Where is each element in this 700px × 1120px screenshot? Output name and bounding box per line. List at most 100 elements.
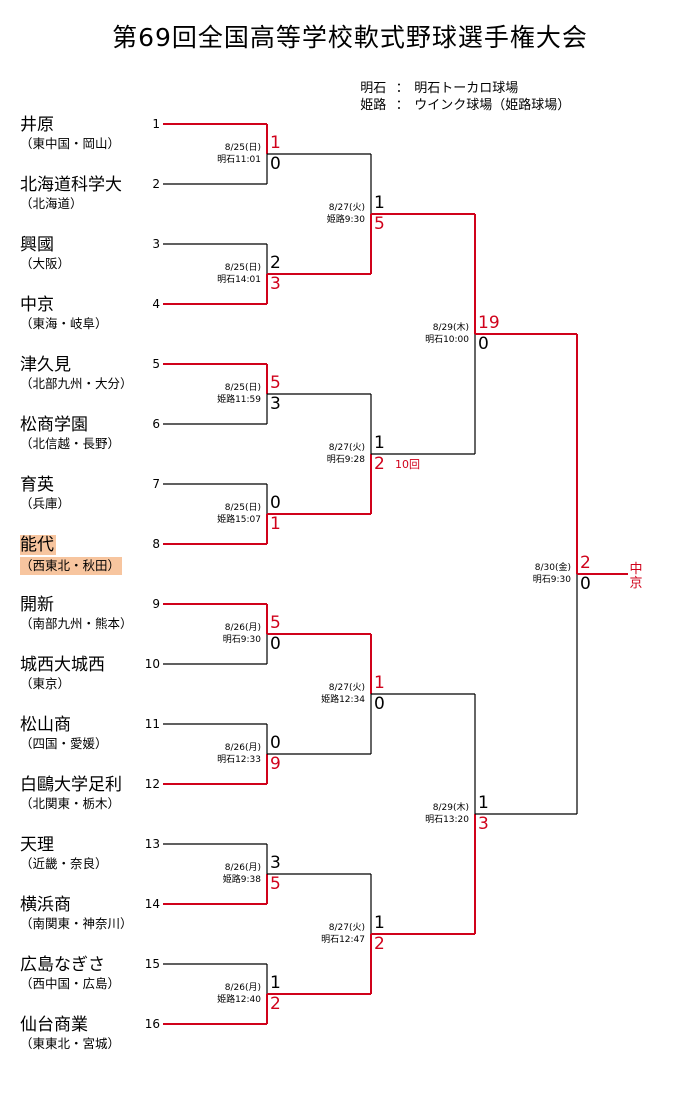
team-region: （西中国・広島） <box>20 976 121 991</box>
team-name: 中京 <box>20 295 54 315</box>
team-region: （四国・愛媛） <box>20 736 108 751</box>
team-entry: 横浜商（南関東・神奈川） <box>20 895 155 933</box>
match-date: 8/26(月) <box>224 743 261 753</box>
match-venue-time: 明石11:01 <box>217 155 261 165</box>
match-venue-time: 姫路12:40 <box>217 995 261 1005</box>
match-date: 8/29(木) <box>432 323 469 333</box>
score-bottom: 1 <box>270 514 281 534</box>
team-region: （東中国・岡山） <box>20 136 121 151</box>
team-seed-number: 2 <box>152 177 160 191</box>
team-name: 城西大城西 <box>20 655 105 675</box>
score-bottom: 5 <box>374 214 385 234</box>
match-date: 8/30(金) <box>534 563 571 573</box>
team-name: 興國 <box>20 235 54 255</box>
score-top: 1 <box>374 193 385 213</box>
score-top: 1 <box>374 433 385 453</box>
champion-label: 中京 <box>629 562 643 591</box>
match-venue-time: 姫路9:38 <box>222 875 261 885</box>
team-name: 広島なぎさ <box>20 955 105 975</box>
team-region: （兵庫） <box>20 496 71 511</box>
score-top: 1 <box>374 913 385 933</box>
team-entry: 井原（東中国・岡山） <box>20 115 155 153</box>
team-region: （北関東・栃木） <box>20 796 121 811</box>
team-seed-number: 16 <box>144 1017 160 1031</box>
score-bottom: 0 <box>374 694 385 714</box>
team-entry: 城西大城西（東京） <box>20 655 155 693</box>
score-bottom: 2 <box>374 934 385 954</box>
match-date: 8/27(火) <box>328 443 365 453</box>
match-venue-time: 明石9:30 <box>532 575 571 585</box>
team-entry: 仙台商業（東東北・宮城） <box>20 1015 155 1053</box>
team-seed-number: 12 <box>144 777 160 791</box>
match-date: 8/26(月) <box>224 863 261 873</box>
match-date: 8/25(日) <box>224 143 261 153</box>
team-seed-number: 15 <box>144 957 160 971</box>
team-seed-number: 10 <box>144 657 160 671</box>
match-date: 8/25(日) <box>224 503 261 513</box>
match-date: 8/25(日) <box>224 263 261 273</box>
score-top: 1 <box>270 133 281 153</box>
team-seed-number: 7 <box>152 477 160 491</box>
team-region: （北部九州・大分） <box>20 376 133 391</box>
match-venue-time: 明石9:28 <box>326 455 365 465</box>
score-bottom: 0 <box>270 634 281 654</box>
match-venue-time: 明石10:00 <box>425 335 469 345</box>
match-venue-time: 明石12:47 <box>321 935 365 945</box>
tournament-title: 第69回全国高等学校軟式野球選手権大会 <box>112 23 588 52</box>
team-name: 松商学園 <box>20 415 88 435</box>
team-entry: 中京（東海・岐阜） <box>20 295 155 333</box>
score-top: 5 <box>270 613 281 633</box>
score-top: 5 <box>270 373 281 393</box>
team-seed-number: 14 <box>144 897 160 911</box>
team-name: 北海道科学大 <box>20 175 122 195</box>
team-region: （大阪） <box>20 256 71 271</box>
team-name: 開新 <box>20 595 54 615</box>
venue-short-name: 明石 <box>360 81 387 96</box>
score-bottom: 0 <box>270 154 281 174</box>
venue-full-name: ウインク球場（姫路球場） <box>414 98 571 113</box>
match-date: 8/26(月) <box>224 623 261 633</box>
team-name: 津久見 <box>20 355 71 375</box>
score-top: 2 <box>580 553 591 573</box>
team-name: 白鷗大学足利 <box>20 775 122 795</box>
score-top: 3 <box>270 853 281 873</box>
team-entry: 開新（南部九州・熊本） <box>20 595 155 633</box>
match-date: 8/27(火) <box>328 203 365 213</box>
venue-legend-himeji: 姫路：ウインク球場（姫路球場） <box>352 79 570 113</box>
venue-legend-akashi: 明石：明石トーカロ球場 <box>352 62 518 96</box>
match-date: 8/25(日) <box>224 383 261 393</box>
team-region: （西東北・秋田） <box>20 557 123 575</box>
team-region: （北信越・長野） <box>20 436 121 451</box>
team-entry: 能代（西東北・秋田） <box>20 535 155 575</box>
score-bottom: 9 <box>270 754 281 774</box>
match-date: 8/29(木) <box>432 803 469 813</box>
venue-full-name: 明石トーカロ球場 <box>414 81 519 96</box>
team-entry: 白鷗大学足利（北関東・栃木） <box>20 775 155 813</box>
team-region: （南関東・神奈川） <box>20 916 133 931</box>
team-seed-number: 13 <box>144 837 160 851</box>
score-bottom: 3 <box>270 274 281 294</box>
match-venue-time: 姫路11:59 <box>217 395 261 405</box>
match-venue-time: 明石13:20 <box>425 815 469 825</box>
score-bottom: 2 <box>270 994 281 1014</box>
match-venue-time: 明石14:01 <box>217 275 261 285</box>
score-top: 19 <box>478 313 500 333</box>
team-entry: 興國（大阪） <box>20 235 155 273</box>
team-entry: 津久見（北部九州・大分） <box>20 355 155 393</box>
team-name: 天理 <box>20 835 54 855</box>
team-name: 井原 <box>20 115 54 135</box>
team-name: 仙台商業 <box>20 1015 88 1035</box>
score-top: 1 <box>270 973 281 993</box>
team-region: （東海・岐阜） <box>20 316 108 331</box>
team-entry: 松商学園（北信越・長野） <box>20 415 155 453</box>
score-top: 0 <box>270 733 281 753</box>
match-venue-time: 姫路15:07 <box>217 515 261 525</box>
match-venue-time: 姫路9:30 <box>326 215 365 225</box>
team-name: 横浜商 <box>20 895 71 915</box>
team-seed-number: 6 <box>152 417 160 431</box>
team-entry: 育英（兵庫） <box>20 475 155 513</box>
score-top: 2 <box>270 253 281 273</box>
score-bottom: 3 <box>270 394 281 414</box>
match-venue-time: 明石9:30 <box>222 635 261 645</box>
team-region: （南部九州・熊本） <box>20 616 133 631</box>
